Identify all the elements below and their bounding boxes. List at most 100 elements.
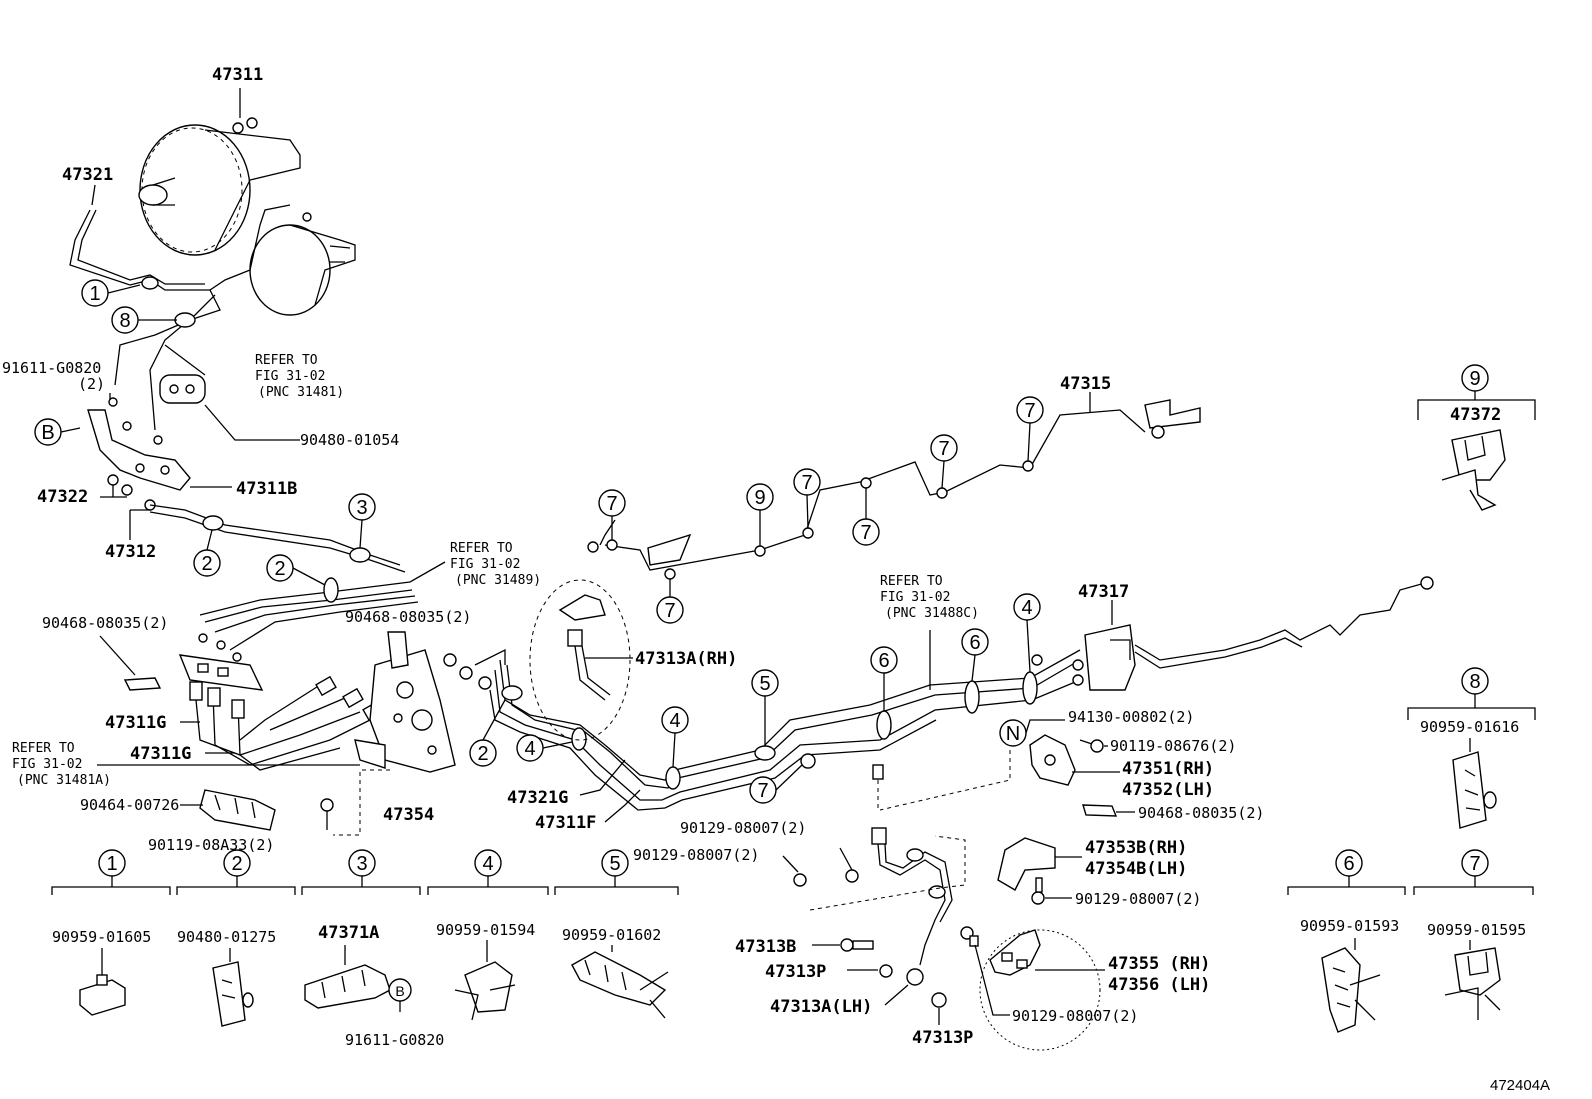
- svg-text:3: 3: [356, 497, 367, 519]
- part-47313A-LH-label: 47313A(LH): [770, 997, 872, 1017]
- callout-7-icon: 7: [1016, 396, 1044, 424]
- clamp-90959-01593-icon: [1321, 938, 1381, 1033]
- bolt-icon: [108, 397, 163, 445]
- svg-text:2: 2: [274, 558, 285, 580]
- part-47313P-2-label: 47313P: [912, 1028, 973, 1048]
- svg-text:7: 7: [1024, 400, 1035, 422]
- bolt-icon: [320, 798, 334, 830]
- callout-5-icon: 5: [751, 669, 779, 697]
- svg-text:7: 7: [664, 600, 675, 622]
- svg-text:8: 8: [1469, 671, 1480, 693]
- hose-47313A-LH-icon: [871, 827, 953, 986]
- svg-text:7: 7: [801, 472, 812, 494]
- callout-7-icon: 7: [749, 776, 777, 804]
- part-47321G-label: 47321G: [507, 788, 568, 808]
- callout-3-icon: 3: [348, 849, 376, 877]
- part-47315-label: 47315: [1060, 374, 1111, 394]
- svg-text:2: 2: [201, 553, 212, 575]
- svg-text:6: 6: [1343, 853, 1354, 875]
- ref-91611-qty-label: (2): [78, 375, 105, 393]
- callout-4-icon: 4: [661, 706, 689, 734]
- callout-2-icon: 2: [469, 739, 497, 767]
- washer-icon: [931, 992, 947, 1008]
- bolt-icon: [793, 869, 859, 887]
- part-47355-label: 47355 (RH): [1108, 954, 1210, 974]
- callout-B-icon: B: [388, 978, 412, 1002]
- ref-91611-G0820-label: 91611-G0820: [2, 359, 101, 377]
- svg-text:B: B: [395, 983, 404, 999]
- callout-7-icon: 7: [598, 489, 626, 517]
- bracket-47354-icon: [354, 631, 456, 773]
- callout-2-icon: 2: [223, 849, 251, 877]
- refer-note-1-line2: FIG 31-02: [255, 369, 325, 384]
- clamp-90959-01595-icon: [1444, 940, 1501, 1020]
- ref-90959-01616-label: 90959-01616: [1420, 718, 1519, 736]
- callout-3-icon: 3: [348, 493, 376, 521]
- part-47311G-2-label: 47311G: [130, 744, 191, 764]
- bolt-icon: [1079, 739, 1104, 753]
- svg-text:4: 4: [1021, 597, 1032, 619]
- callout-2-icon: 2: [193, 549, 221, 577]
- brake-booster: [138, 124, 356, 316]
- part-47311F-label: 47311F: [535, 813, 596, 833]
- bolt-icon: [960, 926, 979, 947]
- callout-6-icon: 6: [1335, 849, 1363, 877]
- clamp-47371A-icon: [304, 945, 391, 1009]
- part-47311G-1-label: 47311G: [105, 713, 166, 733]
- bolt-icon: [198, 633, 242, 662]
- part-47313B-label: 47313B: [735, 937, 796, 957]
- ref-90959-01593-label: 90959-01593: [1300, 917, 1399, 935]
- ref-90959-01594-label: 90959-01594: [436, 921, 535, 939]
- svg-text:3: 3: [356, 853, 367, 875]
- grommet-icon: [159, 374, 206, 404]
- callout-2-icon: 2: [266, 554, 294, 582]
- refer-note-2-line1: REFER TO: [450, 541, 513, 556]
- part-47356-label: 47356 (LH): [1108, 975, 1210, 995]
- svg-text:1: 1: [89, 283, 100, 305]
- svg-text:N: N: [1006, 723, 1020, 745]
- ref-91611-G0820-b-label: 91611-G0820: [345, 1031, 444, 1049]
- bracket-47351-icon: [1029, 734, 1076, 786]
- ref-90129-08007-a-label: 90129-08007(2): [680, 819, 806, 837]
- clamp-47372-icon: [1441, 429, 1506, 511]
- bolt-icon: [1031, 877, 1045, 905]
- svg-text:8: 8: [119, 310, 130, 332]
- ref-90129-08007-d-label: 90129-08007(2): [1012, 1007, 1138, 1025]
- refer-note-3-line2: FIG 31-02: [880, 590, 950, 605]
- hose-47311G-icon: [189, 675, 384, 771]
- ref-90468-08035-a-label: 90468-08035(2): [42, 614, 168, 632]
- bolt-icon: [840, 938, 874, 952]
- ref-90959-01605-label: 90959-01605: [52, 928, 151, 946]
- callout-B-icon: B: [34, 418, 62, 446]
- ref-90480-01054-label: 90480-01054: [300, 431, 399, 449]
- ref-90468-08035-b-label: 90468-08035(2): [345, 608, 471, 626]
- refer-note-2-line2: FIG 31-02: [450, 557, 520, 572]
- clip-icon: [1082, 804, 1118, 817]
- part-47354B-label: 47354B(LH): [1085, 859, 1187, 879]
- ref-90468-08035-c-label: 90468-08035(2): [1138, 804, 1264, 822]
- part-47353B-label: 47353B(RH): [1085, 838, 1187, 858]
- part-47313A-RH-label: 47313A(RH): [635, 649, 737, 669]
- ref-90480-01275-label: 90480-01275: [177, 928, 276, 946]
- svg-text:5: 5: [609, 853, 620, 875]
- refer-note-4-line1: REFER TO: [12, 741, 75, 756]
- svg-text:9: 9: [754, 487, 765, 509]
- callout-9-icon: 9: [746, 483, 774, 511]
- svg-text:1: 1: [106, 853, 117, 875]
- callout-5-icon: 5: [601, 849, 629, 877]
- refer-note-3-line1: REFER TO: [880, 574, 943, 589]
- part-47322-label: 47322: [37, 487, 88, 507]
- clamp-icon: [199, 789, 276, 831]
- callout-8-icon: 8: [111, 306, 139, 334]
- callout-4-icon: 4: [474, 849, 502, 877]
- callout-7-icon: 7: [930, 434, 958, 462]
- refer-note-2-line3: (PNC 31489): [455, 573, 541, 588]
- bracket-47353B-icon: [997, 837, 1056, 891]
- refer-note-4-line2: FIG 31-02: [12, 757, 82, 772]
- fitting-icon: [872, 764, 884, 780]
- callout-4-icon: 4: [1013, 593, 1041, 621]
- ref-90119-08676-label: 90119-08676(2): [1110, 737, 1236, 755]
- clip-icon: [123, 677, 162, 691]
